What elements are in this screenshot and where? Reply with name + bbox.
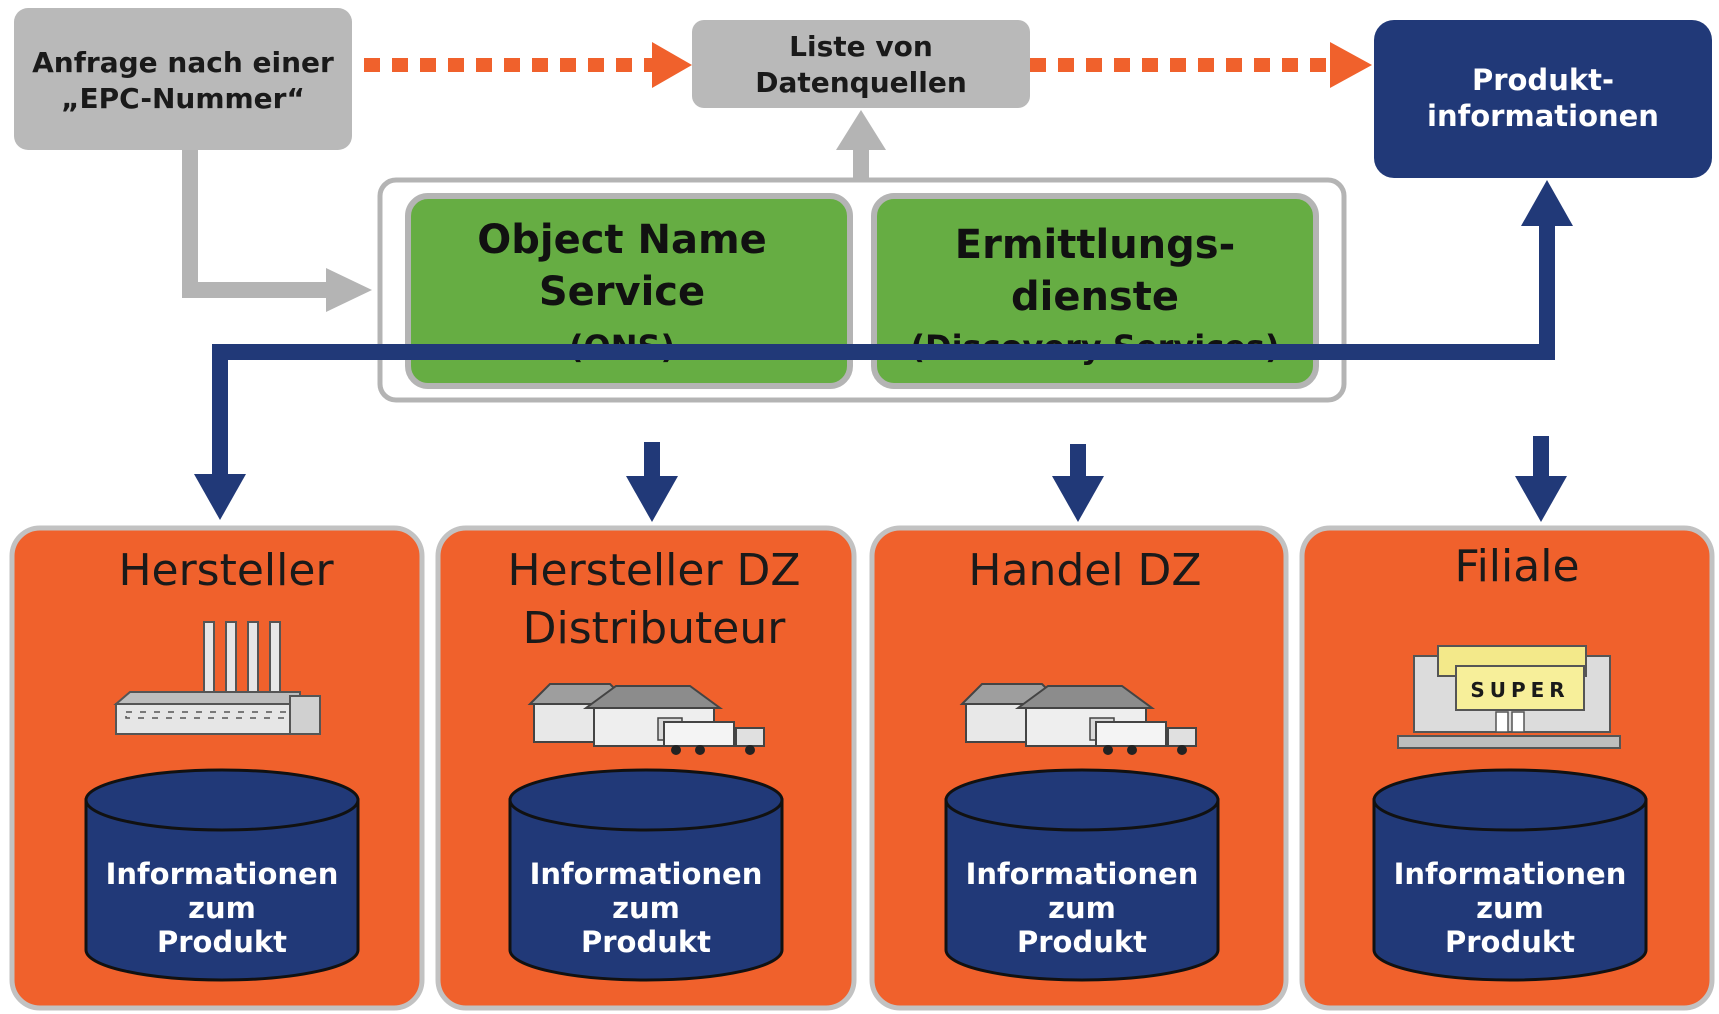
sources-box: Liste von Datenquellen — [692, 20, 1030, 108]
factory-icon — [113, 621, 321, 735]
node-filiale: Filiale SUPER Informationen zum Produkt — [1299, 525, 1715, 1011]
node-subtitle: Distributeur — [523, 603, 787, 654]
node-hersteller: Hersteller Informationen zum Produkt — [9, 525, 425, 1011]
orange-arrow-query-to-sources — [364, 42, 692, 88]
ons-line1: Object Name — [477, 217, 767, 263]
database-cylinder: Informationen zum Produkt — [508, 768, 784, 982]
product-info-line1: Produkt- — [1472, 63, 1614, 97]
warehouse-truck-icon — [527, 683, 765, 755]
db-line3: Produkt — [581, 925, 711, 959]
down-arrow-4 — [1515, 436, 1567, 522]
database-cylinder: Informationen zum Produkt — [944, 768, 1220, 982]
db-line1: Informationen — [530, 857, 763, 891]
database-cylinder: Informationen zum Produkt — [84, 768, 360, 982]
db-line2: zum — [1048, 891, 1116, 925]
discovery-line1: Ermittlungs- — [955, 222, 1235, 268]
node-title: Hersteller DZ — [507, 545, 800, 596]
node-title: Handel DZ — [968, 545, 1201, 596]
db-line3: Produkt — [1017, 925, 1147, 959]
db-line2: zum — [1476, 891, 1544, 925]
node-title: Filiale — [1454, 541, 1579, 592]
supermarket-icon: SUPER — [1397, 645, 1621, 749]
product-info-box: Produkt- informationen — [1374, 20, 1712, 178]
navy-flow-line — [194, 180, 1573, 520]
query-line2: „EPC-Nummer“ — [61, 82, 305, 115]
down-arrow-2 — [626, 442, 678, 522]
db-line2: zum — [612, 891, 680, 925]
db-line1: Informationen — [106, 857, 339, 891]
ons-line2: Service — [539, 269, 705, 315]
query-box: Anfrage nach einer „EPC-Nummer“ — [14, 8, 352, 150]
gray-arrow-query-to-services — [182, 150, 372, 312]
sources-line2: Datenquellen — [755, 66, 967, 99]
sources-line1: Liste von — [789, 30, 933, 63]
db-line1: Informationen — [1394, 857, 1627, 891]
node-handel-dz: Handel DZ Informationen zum Produkt — [869, 525, 1289, 1011]
warehouse-truck-icon — [959, 683, 1197, 755]
db-line2: zum — [188, 891, 256, 925]
gray-arrow-services-to-sources — [836, 110, 886, 180]
database-cylinder: Informationen zum Produkt — [1372, 768, 1648, 982]
db-line1: Informationen — [966, 857, 1199, 891]
discovery-line2: dienste — [1011, 274, 1179, 320]
product-info-line2: informationen — [1427, 99, 1659, 133]
store-sign-text: SUPER — [1470, 678, 1569, 702]
node-title: Hersteller — [118, 545, 334, 596]
db-line3: Produkt — [1445, 925, 1575, 959]
node-hersteller-dz: Hersteller DZ Distributeur Informationen… — [435, 525, 857, 1011]
orange-arrow-sources-to-product — [1030, 42, 1372, 88]
query-line1: Anfrage nach einer — [32, 46, 334, 79]
down-arrow-3 — [1052, 444, 1104, 522]
db-line3: Produkt — [157, 925, 287, 959]
ons-box: Object Name Service (ONS) — [405, 193, 853, 389]
